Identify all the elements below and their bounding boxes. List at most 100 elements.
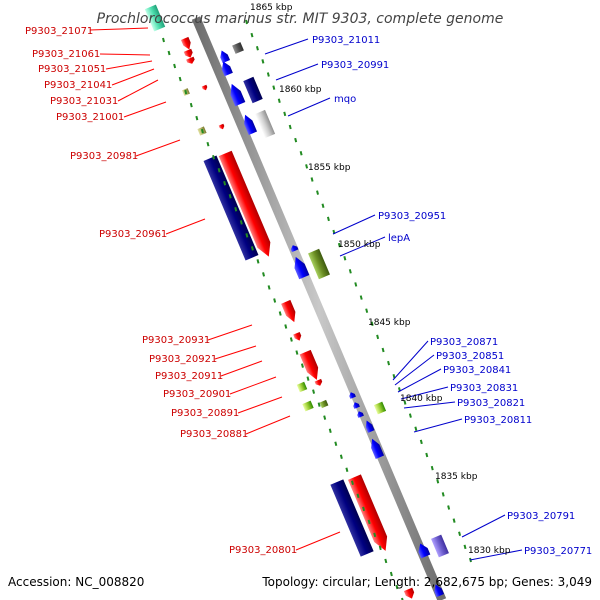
gene-label-P9303_20791[interactable]: P9303_20791 xyxy=(507,511,575,522)
gene-20881 xyxy=(319,399,329,409)
scale-tick-left-42 xyxy=(395,584,399,590)
gene-label-P9303_20801[interactable]: P9303_20801 xyxy=(229,545,297,556)
scale-tick-right-33 xyxy=(425,452,429,458)
scale-tick-right-36 xyxy=(441,492,445,497)
scale-tick-right-22 xyxy=(365,308,369,313)
gene-label-P9303_21001[interactable]: P9303_21001 xyxy=(56,112,124,123)
gene-20801-b xyxy=(347,474,388,551)
gene-20911 xyxy=(299,349,319,380)
gene-label-P9303_21031[interactable]: P9303_21031 xyxy=(50,96,118,107)
scale-tick-right-10 xyxy=(299,150,303,156)
scale-label-1865: 1865 kbp xyxy=(250,3,293,13)
scale-tick-left-16 xyxy=(250,246,254,251)
gene-mqo xyxy=(244,114,258,135)
gene-edge xyxy=(403,587,415,599)
gene-20801 xyxy=(330,479,374,557)
gene-label-P9303_21041[interactable]: P9303_21041 xyxy=(44,80,112,91)
leader-right-11 xyxy=(461,514,506,538)
gene-label-lepA[interactable]: lepA xyxy=(388,233,410,244)
gene-label-P9303_20821[interactable]: P9303_20821 xyxy=(457,398,525,409)
gene-21071 xyxy=(144,4,166,32)
scale-ticks xyxy=(162,19,472,600)
gene-21051 xyxy=(183,48,193,58)
gene-label-P9303_20881[interactable]: P9303_20881 xyxy=(180,429,248,440)
gene-label-P9303_20841[interactable]: P9303_20841 xyxy=(443,365,511,376)
gene-label-P9303_20921[interactable]: P9303_20921 xyxy=(149,354,217,365)
leader-right-10 xyxy=(413,418,463,433)
scale-tick-left-7 xyxy=(200,128,204,134)
gene-label-P9303_21061[interactable]: P9303_21061 xyxy=(32,49,100,60)
gene-label-P9303_20961[interactable]: P9303_20961 xyxy=(99,229,167,240)
leader-lines xyxy=(89,27,523,561)
gene-label-P9303_20831[interactable]: P9303_20831 xyxy=(450,383,518,394)
scale-label-1850: 1850 kbp xyxy=(338,240,381,250)
leader-right-0 xyxy=(264,38,309,55)
gene-label-P9303_20911[interactable]: P9303_20911 xyxy=(155,371,223,382)
scale-tick-left-23 xyxy=(289,337,293,342)
gene-20901-b xyxy=(314,378,323,386)
gene-lepA xyxy=(308,248,330,280)
scale-tick-right-24 xyxy=(376,334,380,340)
gene-label-mqo[interactable]: mqo xyxy=(334,94,356,105)
gene-20821 xyxy=(365,420,375,433)
gene-label-P9303_20811[interactable]: P9303_20811 xyxy=(464,415,532,426)
leader-right-3 xyxy=(332,214,376,235)
gene-20961 xyxy=(203,155,259,261)
scale-tick-left-10 xyxy=(217,167,221,173)
leader-left-4 xyxy=(117,79,159,102)
scale-tick-right-29 xyxy=(403,400,407,405)
gene-20991-c xyxy=(243,76,263,104)
scale-tick-left-1 xyxy=(167,50,171,56)
leader-left-8 xyxy=(207,324,253,341)
gene-label-P9303_21011[interactable]: P9303_21011 xyxy=(312,35,380,46)
leader-left-5 xyxy=(123,101,167,118)
scale-tick-left-24 xyxy=(295,350,299,355)
gene-label-P9303_21051[interactable]: P9303_21051 xyxy=(38,64,106,75)
left-gene-labels: P9303_21071 P9303_21061 P9303_21051 P930… xyxy=(25,26,297,556)
gene-label-P9303_20901[interactable]: P9303_20901 xyxy=(163,389,231,400)
gene-20811 xyxy=(371,438,385,459)
gene-21031-b xyxy=(201,84,208,91)
scale-tick-left-6 xyxy=(195,115,199,121)
scale-label-1830: 1830 kbp xyxy=(468,546,511,556)
gene-20841 xyxy=(357,411,364,418)
gene-label-P9303_20981[interactable]: P9303_20981 xyxy=(70,151,138,162)
gene-label-P9303_20851[interactable]: P9303_20851 xyxy=(436,351,504,362)
scale-label-1860: 1860 kbp xyxy=(279,85,322,95)
scale-tick-right-8 xyxy=(288,124,292,130)
scale-tick-left-35 xyxy=(356,493,360,499)
leader-left-14 xyxy=(295,531,341,551)
gene-21061 xyxy=(180,36,191,50)
scale-tick-right-5 xyxy=(272,85,276,90)
scale-tick-right-6 xyxy=(277,98,281,103)
leader-left-9 xyxy=(214,345,257,360)
gene-21041 xyxy=(186,56,195,64)
scale-tick-left-43 xyxy=(401,597,404,600)
right-gene-labels: P9303_21011 P9303_20991 mqo P9303_20951 … xyxy=(312,35,592,557)
leader-right-5 xyxy=(392,340,429,381)
gene-features xyxy=(144,4,449,599)
scale-tick-left-41 xyxy=(389,571,393,577)
leader-right-1 xyxy=(275,63,319,81)
scale-tick-left-14 xyxy=(239,220,243,225)
scale-tick-right-31 xyxy=(414,426,418,432)
scale-tick-left-20 xyxy=(273,298,277,303)
gene-label-P9303_20871[interactable]: P9303_20871 xyxy=(430,337,498,348)
scale-tick-right-37 xyxy=(447,505,451,510)
scale-tick-left-26 xyxy=(306,376,310,381)
gene-label-P9303_20771[interactable]: P9303_20771 xyxy=(524,546,592,557)
leader-left-12 xyxy=(237,396,283,414)
gene-20961-b xyxy=(218,150,271,257)
gene-label-P9303_20891[interactable]: P9303_20891 xyxy=(171,408,239,419)
scale-tick-right-34 xyxy=(430,465,434,471)
scale-tick-left-11 xyxy=(223,181,227,186)
scale-tick-right-40 xyxy=(463,544,467,550)
scale-tick-right-20 xyxy=(354,282,358,287)
gene-label-P9303_21071[interactable]: P9303_21071 xyxy=(25,26,93,37)
gene-label-P9303_20951[interactable]: P9303_20951 xyxy=(378,211,446,222)
gene-label-P9303_20931[interactable]: P9303_20931 xyxy=(142,335,210,346)
gene-label-P9303_20991[interactable]: P9303_20991 xyxy=(321,60,389,71)
scale-tick-left-40 xyxy=(384,558,388,564)
scale-tick-right-35 xyxy=(436,479,440,484)
scale-tick-left-0 xyxy=(162,37,165,43)
